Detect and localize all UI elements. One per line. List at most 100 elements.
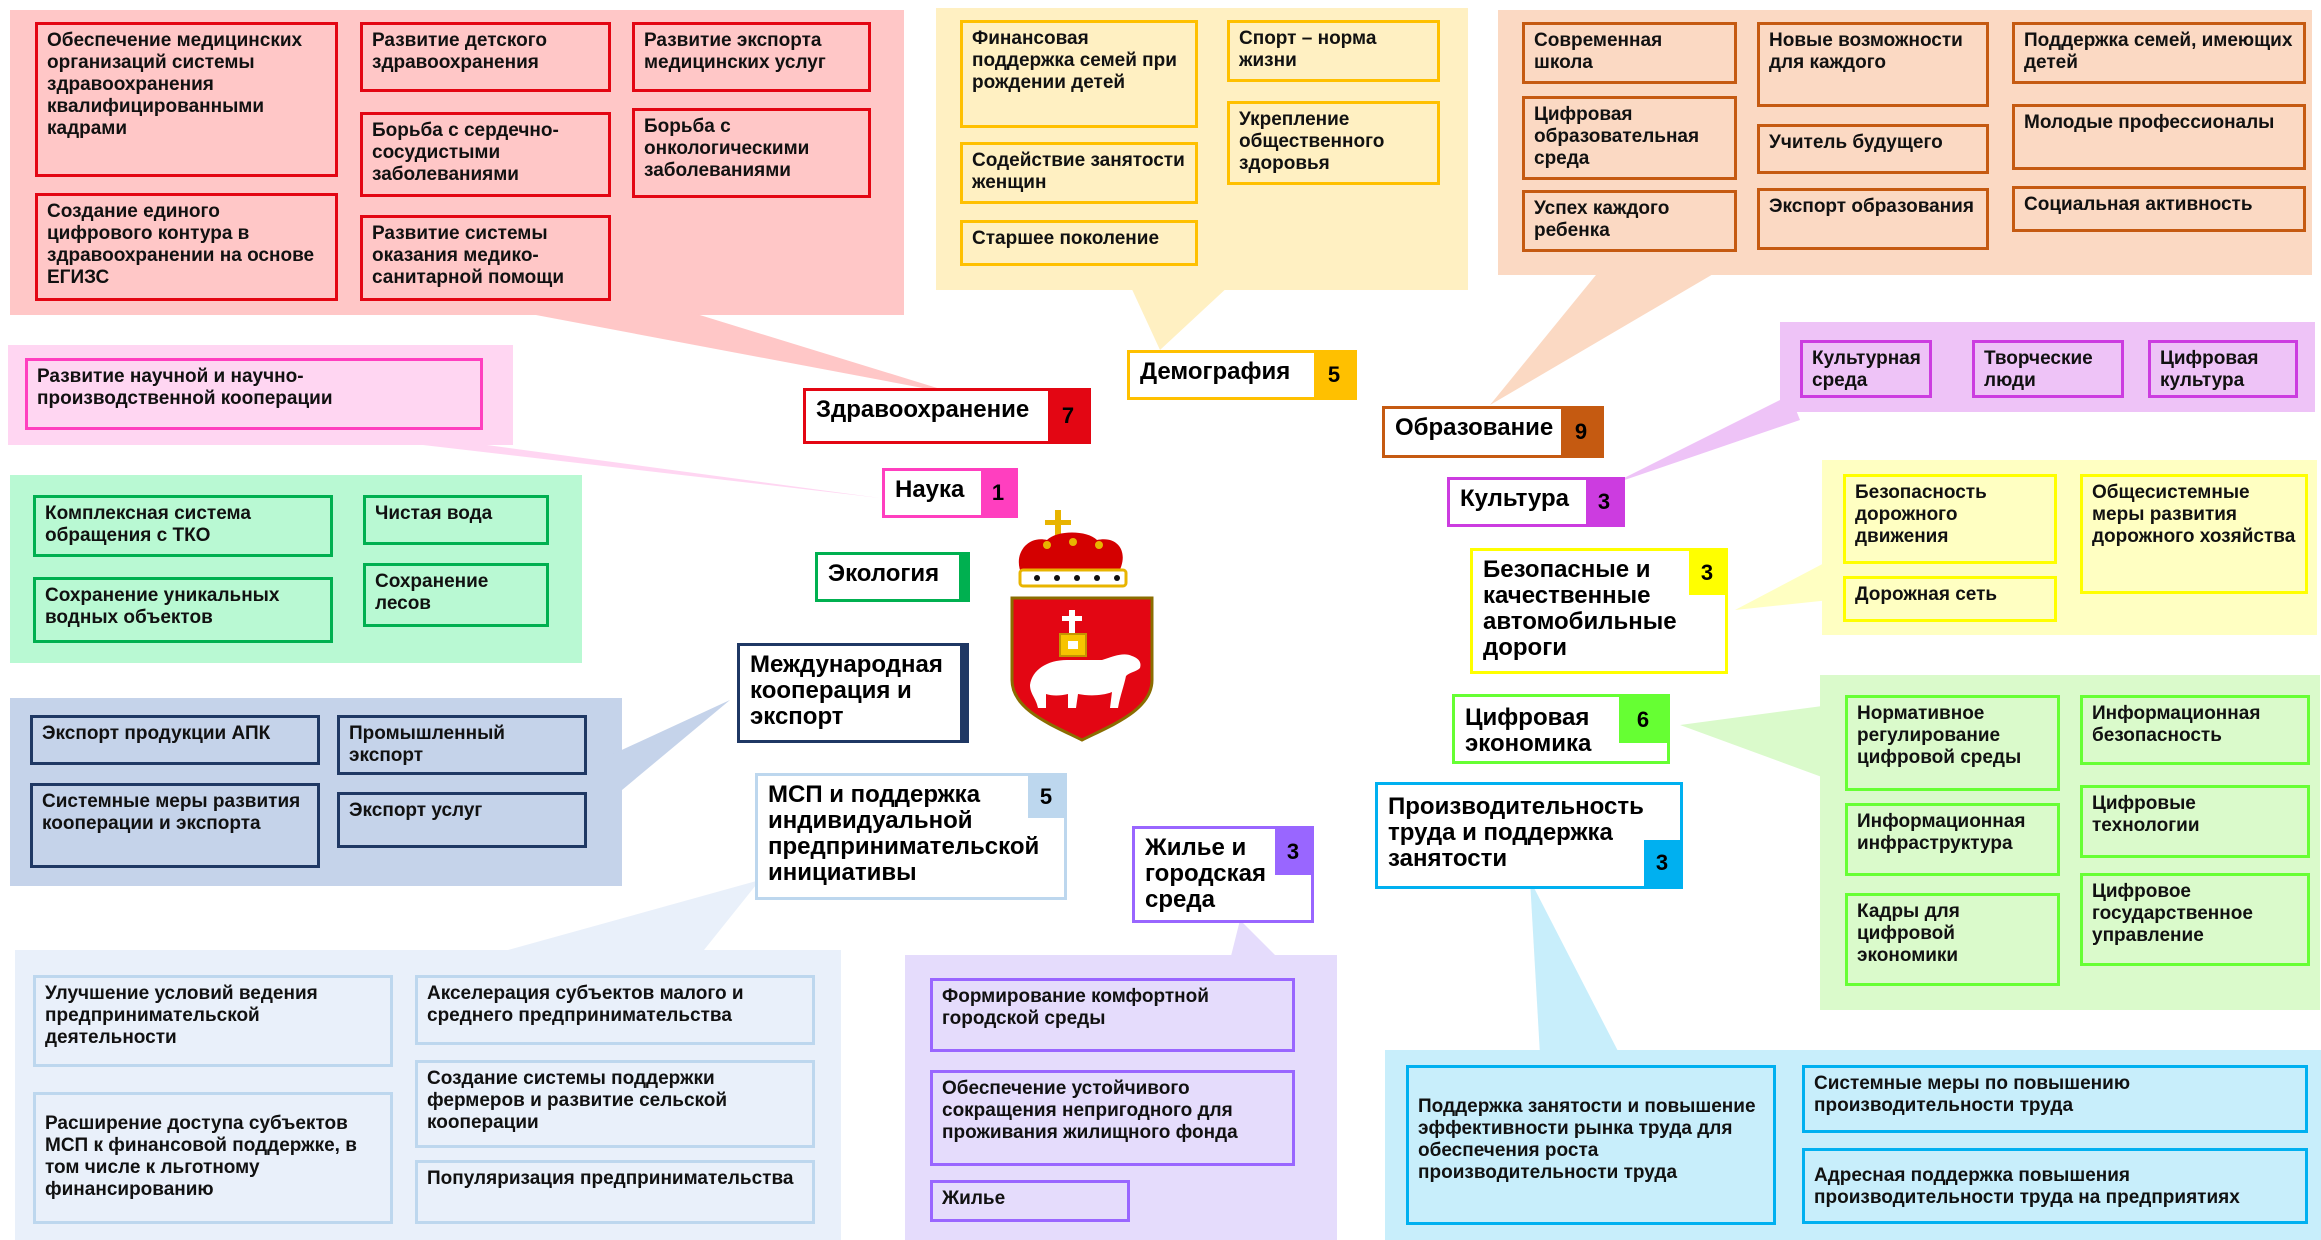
project-sme-2[interactable]: Акселерация субъектов малого и среднего … — [415, 975, 815, 1045]
book-cross-icon — [1059, 610, 1087, 657]
hub-title: Жилье и городская среда — [1145, 834, 1266, 913]
project-science-1[interactable]: Развитие научной и научно-производственн… — [25, 358, 483, 430]
hub-title: Демография — [1140, 358, 1291, 385]
project-housing-1[interactable]: Формирование комфортной городской среды — [930, 978, 1295, 1052]
project-sme-1[interactable]: Улучшение условий ведения предпринимател… — [33, 975, 393, 1067]
project-education-7[interactable]: Успех каждого ребенка — [1522, 190, 1737, 252]
project-health-1[interactable]: Обеспечение медицинских организаций сист… — [35, 22, 338, 177]
project-productivity-1[interactable]: Поддержка занятости и повышение эффектив… — [1406, 1065, 1776, 1225]
project-education-3[interactable]: Поддержка семей, имеющих детей — [2012, 22, 2306, 84]
project-education-4[interactable]: Цифровая образовательная среда — [1522, 96, 1737, 180]
project-education-2[interactable]: Новые возможности для каждого — [1757, 22, 1989, 107]
demography-callout — [936, 8, 1468, 350]
project-ecology-1[interactable]: Комплексная система обращения с ТКО — [33, 495, 333, 557]
project-ecology-2[interactable]: Чистая вода — [363, 495, 549, 545]
project-count-badge: 6 — [1619, 697, 1667, 743]
project-education-1[interactable]: Современная школа — [1522, 22, 1737, 84]
project-health-7[interactable]: Развитие системы оказания медико-санитар… — [360, 215, 611, 301]
hub-title: Образование — [1395, 414, 1554, 441]
project-international-2[interactable]: Промышленный экспорт — [337, 715, 587, 775]
project-digital-2[interactable]: Информационная безопасность — [2080, 695, 2310, 765]
hub-title: Культура — [1460, 485, 1569, 512]
hub-culture[interactable]: Культура 3 — [1447, 477, 1625, 527]
hub-title: Международная кооперация и экспорт — [750, 651, 943, 730]
hub-title: Экология — [828, 560, 940, 587]
project-education-8[interactable]: Экспорт образования — [1757, 188, 1989, 250]
hub-title: Здравоохранение — [816, 396, 1030, 423]
hub-title: Цифровая экономика — [1465, 704, 1592, 757]
project-health-3[interactable]: Развитие экспорта медицинских услуг — [632, 22, 871, 92]
project-housing-2[interactable]: Обеспечение устойчивого сокращения непри… — [930, 1070, 1295, 1166]
hub-title: Безопасные и качественные автомобильные … — [1483, 556, 1677, 661]
hub-ecology[interactable]: Экология — [815, 552, 970, 602]
project-sme-4[interactable]: Расширение доступа субъектов МСП к финан… — [33, 1092, 393, 1224]
project-roads-1[interactable]: Безопасность дорожного движения — [1843, 474, 2057, 564]
project-sme-3[interactable]: Создание системы поддержки фермеров и ра… — [415, 1060, 815, 1148]
project-health-4[interactable]: Борьба с сердечно-сосудистыми заболевани… — [360, 112, 611, 197]
productivity-callout — [1385, 880, 2321, 1240]
project-count-badge: 7 — [1048, 391, 1088, 441]
project-count-badge: 9 — [1561, 409, 1601, 455]
hub-education[interactable]: Образование 9 — [1382, 406, 1604, 458]
hub-science[interactable]: Наука 1 — [882, 468, 1018, 518]
project-roads-3[interactable]: Дорожная сеть — [1843, 576, 2057, 622]
project-demography-5[interactable]: Старшее поколение — [960, 220, 1198, 266]
roads-callout — [1735, 460, 2317, 635]
sme-callout — [15, 880, 841, 1240]
project-education-5[interactable]: Учитель будущего — [1757, 124, 1989, 174]
project-count-badge: 5 — [1314, 353, 1354, 397]
project-digital-1[interactable]: Нормативное регулирование цифровой среды — [1845, 695, 2060, 791]
project-demography-3[interactable]: Укрепление общественного здоровья — [1227, 101, 1440, 185]
hub-roads[interactable]: Безопасные и качественные автомобильные … — [1470, 548, 1728, 674]
hub-sme[interactable]: МСП и поддержка индивидуальной предприни… — [755, 773, 1067, 900]
project-housing-3[interactable]: Жилье — [930, 1180, 1130, 1222]
project-international-1[interactable]: Экспорт продукции АПК — [30, 715, 320, 765]
project-roads-2[interactable]: Общесистемные меры развития дорожного хо… — [2080, 474, 2308, 594]
project-culture-1[interactable]: Культурная среда — [1800, 340, 1932, 398]
ecology-callout — [10, 475, 582, 663]
crown-icon — [1018, 510, 1128, 588]
hub-title: МСП и поддержка индивидуальной предприни… — [768, 781, 1040, 886]
project-culture-2[interactable]: Творческие люди — [1972, 340, 2124, 398]
project-count-badge: 1 — [981, 471, 1015, 515]
hub-title: Наука — [895, 476, 965, 503]
project-digital-6[interactable]: Цифровое государственное управление — [2080, 873, 2310, 966]
project-count-badge: 5 — [1028, 776, 1064, 818]
hub-digital[interactable]: Цифровая экономика 6 — [1452, 694, 1670, 764]
project-demography-4[interactable]: Содействие занятости женщин — [960, 142, 1198, 204]
project-count-badge — [959, 555, 967, 599]
hub-international[interactable]: Международная кооперация и экспорт — [737, 643, 969, 743]
project-productivity-3[interactable]: Адресная поддержка повышения производите… — [1802, 1148, 2308, 1224]
hub-productivity[interactable]: Производительность труда и поддержка зан… — [1375, 782, 1683, 889]
project-health-6[interactable]: Создание единого цифрового контура в здр… — [35, 193, 338, 301]
project-ecology-3[interactable]: Сохранение уникальных водных объектов — [33, 577, 333, 643]
digital-callout — [1680, 675, 2320, 1010]
project-productivity-2[interactable]: Системные меры по повышению производител… — [1802, 1065, 2308, 1133]
project-demography-1[interactable]: Финансовая поддержка семей при рождении … — [960, 20, 1198, 128]
hub-health[interactable]: Здравоохранение 7 — [803, 388, 1091, 444]
project-education-6[interactable]: Молодые профессионалы — [2012, 104, 2306, 170]
hub-demography[interactable]: Демография 5 — [1127, 350, 1357, 400]
housing-callout — [905, 920, 1337, 1240]
project-demography-2[interactable]: Спорт – норма жизни — [1227, 20, 1440, 82]
project-count-badge: 3 — [1644, 840, 1680, 886]
project-digital-5[interactable]: Кадры для цифровой экономики — [1845, 893, 2060, 986]
project-count-badge: 3 — [1689, 551, 1725, 595]
project-count-badge: 3 — [1586, 480, 1622, 524]
bear-icon — [1030, 654, 1141, 708]
project-culture-3[interactable]: Цифровая культура — [2148, 340, 2298, 398]
hub-title: Производительность труда и поддержка зан… — [1388, 793, 1644, 872]
project-sme-5[interactable]: Популяризация предпринимательства — [415, 1160, 815, 1224]
project-count-badge: 3 — [1275, 829, 1311, 875]
project-ecology-4[interactable]: Сохранение лесов — [363, 563, 549, 627]
project-international-4[interactable]: Экспорт услуг — [337, 792, 587, 848]
health-callout — [10, 10, 960, 395]
project-education-9[interactable]: Социальная активность — [2012, 186, 2306, 232]
perm-krai-coat-of-arms — [1010, 510, 1154, 742]
project-digital-4[interactable]: Цифровые технологии — [2080, 785, 2310, 858]
project-digital-3[interactable]: Информационная инфраструктура — [1845, 803, 2060, 876]
project-health-2[interactable]: Развитие детского здравоохранения — [360, 22, 611, 92]
project-health-5[interactable]: Борьба с онкологическими заболеваниями — [632, 108, 871, 198]
hub-housing[interactable]: Жилье и городская среда 3 — [1132, 826, 1314, 923]
project-international-3[interactable]: Системные меры развития кооперации и экс… — [30, 783, 320, 868]
